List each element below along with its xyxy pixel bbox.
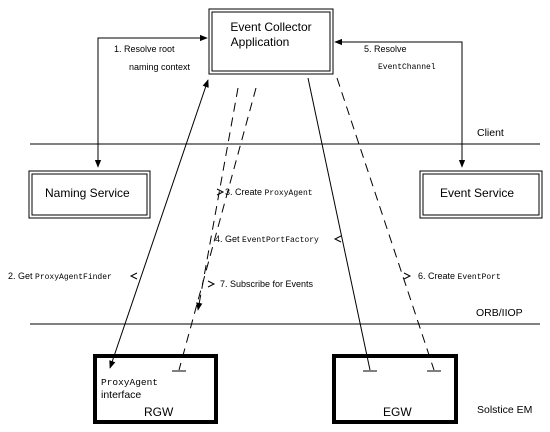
- egw-box: EGW: [332, 354, 458, 424]
- solstice-tier-label: Solstice EM: [477, 404, 532, 416]
- marker-step-7: [207, 280, 216, 288]
- marker-step-6: [403, 272, 412, 280]
- step1-line2: naming context: [129, 62, 191, 72]
- egw-label: EGW: [383, 405, 412, 419]
- arrow-create-proxyagent: [196, 87, 239, 311]
- step3-label: 3. Create ProxyAgent: [225, 187, 313, 198]
- rgw-label: RGW: [144, 405, 174, 419]
- event-collector-box: Event Collector Application: [208, 8, 334, 75]
- arrow-create-eventport: [336, 77, 435, 371]
- client-tier-label: Client: [477, 127, 504, 139]
- marker-step-4: [333, 235, 342, 243]
- step2-label: 2. Get ProxyAgentFinder: [8, 271, 112, 282]
- arrow-get-proxyagentfinder: [109, 79, 209, 369]
- rgw-box: ProxyAgent interface RGW: [93, 354, 218, 424]
- naming-service-label: Naming Service: [45, 186, 130, 200]
- step6-label: 6. Create EventPort: [418, 271, 501, 282]
- step5-mono: EventChannel: [378, 63, 436, 72]
- arrow-resolve-root: [94, 34, 208, 168]
- step5-line1: 5. Resolve: [364, 44, 407, 54]
- rgw-interface-text: interface: [101, 389, 141, 401]
- marker-step-3: [216, 188, 225, 196]
- event-service-box: Event Service: [419, 170, 543, 219]
- step4-label: 4. Get EventPortFactory: [215, 234, 319, 245]
- orb-tier-label: ORB/IIOP: [476, 307, 523, 319]
- marker-step-2: [129, 272, 138, 280]
- event-collector-title-line1: Event Collector: [230, 20, 311, 34]
- naming-service-box: Naming Service: [28, 170, 151, 219]
- step1-line1: 1. Resolve root: [114, 44, 175, 54]
- event-collector-title-line2: Application: [231, 35, 290, 49]
- arrow-subscribe-events: [178, 87, 257, 371]
- line-collector-egw: [307, 77, 371, 371]
- rgw-interface-mono: ProxyAgent: [101, 377, 158, 388]
- event-service-label: Event Service: [440, 186, 514, 200]
- arrow-resolve-eventchannel: [334, 38, 466, 168]
- step7-label: 7. Subscribe for Events: [220, 279, 314, 289]
